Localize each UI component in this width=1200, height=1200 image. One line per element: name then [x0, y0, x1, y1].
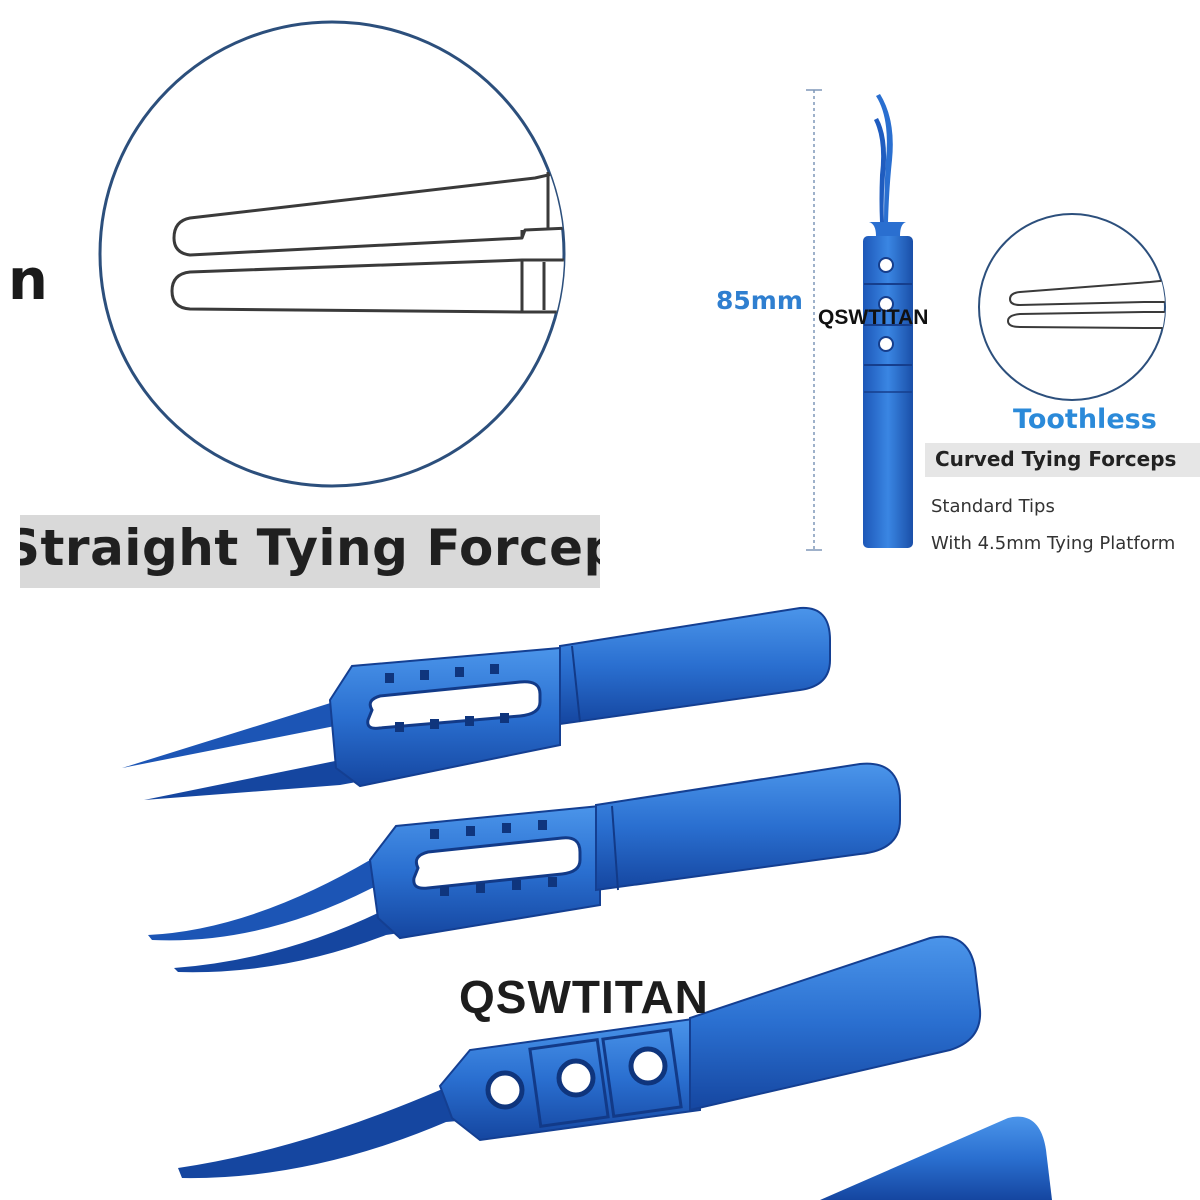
- brand-watermark-small: QSWTITAN: [818, 306, 929, 329]
- straight-title: Straight Tying Forceps: [20, 519, 600, 577]
- spec-tips: Standard Tips: [931, 496, 1055, 517]
- cropped-letter: n: [8, 248, 48, 313]
- dimension-label: 85mm: [716, 286, 803, 315]
- forceps-curved: [148, 762, 901, 973]
- curved-title-banner: Curved Tying Forceps: [925, 443, 1200, 477]
- curved-title: Curved Tying Forceps: [935, 447, 1177, 471]
- forceps-holes: [178, 935, 982, 1179]
- forceps-straight: [122, 606, 831, 800]
- toothless-label: Toothless: [1013, 404, 1157, 435]
- spec-platform: With 4.5mm Tying Platform: [931, 533, 1176, 554]
- brand-watermark-large: QSWTITAN: [459, 971, 709, 1023]
- curved-forceps-small: [863, 94, 913, 548]
- toothless-magnifier: [978, 213, 1166, 401]
- straight-tip-magnifier: [98, 20, 566, 488]
- forceps-partial: [820, 1116, 1052, 1200]
- straight-title-banner: Straight Tying Forceps: [20, 515, 600, 588]
- dimension-line: [806, 89, 822, 551]
